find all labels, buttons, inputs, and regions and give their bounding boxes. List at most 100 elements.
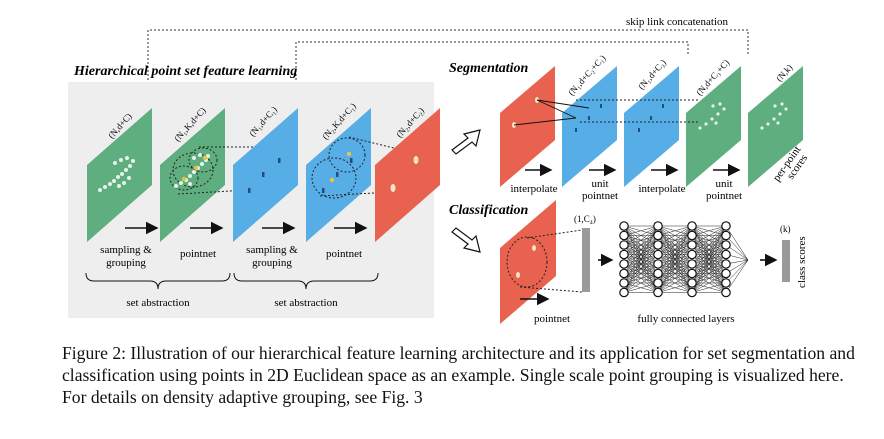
seg-plane-blue-1 — [562, 66, 617, 187]
interp-lines — [513, 99, 590, 126]
fc-node — [721, 230, 731, 241]
fc-edge — [623, 225, 659, 255]
fc-edge — [623, 244, 659, 293]
fc-node — [687, 259, 697, 269]
fc-node — [619, 221, 629, 231]
seg-plane-green-2 — [748, 66, 803, 187]
fc-node — [653, 230, 663, 241]
fc-edge — [691, 225, 727, 293]
fc-node — [619, 230, 629, 241]
fc-edge — [691, 225, 727, 236]
label-grouping-1: grouping — [106, 257, 146, 269]
fc-node — [721, 287, 731, 298]
fc-node — [653, 221, 663, 231]
dim-c1: (1,C₄) — [574, 214, 596, 224]
fc-node — [653, 240, 663, 250]
fc-node — [619, 268, 629, 279]
fc-node — [721, 240, 731, 250]
fc-edge — [691, 225, 727, 255]
fc-node — [687, 249, 697, 260]
fc-node — [619, 240, 629, 250]
skip-link-label: skip link concatenation — [626, 16, 729, 28]
label-pointnet-2: pointnet — [326, 248, 362, 260]
fc-node — [619, 249, 629, 260]
label-fc-layers: fully connected layers — [637, 313, 734, 325]
fc-edge — [623, 263, 659, 293]
fc-edge — [657, 273, 693, 293]
branch-arrow-segmentation — [451, 129, 481, 155]
dim-c2: (k) — [780, 224, 791, 234]
fc-node — [619, 259, 629, 269]
fc-node — [687, 278, 697, 288]
fc-edge — [657, 225, 693, 236]
fc-edge — [657, 282, 693, 293]
plane-grouped-l1 — [160, 108, 225, 242]
fc-edge — [657, 225, 693, 265]
label-set-abstraction-2: set abstraction — [274, 297, 338, 309]
plane-features-l2 — [375, 108, 440, 242]
label-sampling-2: sampling & — [246, 244, 298, 256]
fc-edge — [691, 225, 727, 284]
fc-edge — [657, 225, 693, 274]
fc-edge — [623, 225, 659, 265]
fc-edge — [691, 225, 727, 274]
label-pointnet-1: pointnet — [180, 248, 216, 260]
architecture-diagram: skip link concatenation Hierarchical poi… — [68, 16, 810, 325]
fc-edge — [657, 263, 693, 293]
fc-node — [687, 287, 697, 298]
fc-edge — [691, 263, 727, 293]
brace-set-abstraction — [85, 272, 379, 290]
fc-node — [619, 278, 629, 288]
label-interpolate-1: interpolate — [510, 183, 557, 195]
fc-node — [619, 287, 629, 298]
label-unit-2: unit — [715, 178, 732, 190]
fc-edge — [623, 225, 659, 236]
segmentation-title: Segmentation — [449, 61, 529, 76]
label-cls-pointnet: pointnet — [534, 313, 570, 325]
figure-caption: Figure 2: Illustration of our hierarchic… — [62, 343, 855, 407]
plane-features-l1 — [233, 108, 298, 242]
label-unit-1: unit — [591, 178, 608, 190]
fc-node — [653, 268, 663, 279]
fc-edge — [725, 225, 749, 261]
seg-plane-green-1 — [686, 66, 741, 187]
fc-edge — [691, 235, 727, 293]
label-sampling-1: sampling & — [100, 244, 152, 256]
label-class-scores: class scores — [796, 236, 808, 288]
fc-edge — [725, 235, 749, 261]
fc-edge — [691, 254, 727, 293]
fc-node — [653, 249, 663, 260]
fc-node — [721, 221, 731, 231]
feature-learning-title: Hierarchical point set feature learning — [73, 64, 297, 79]
fc-edge — [623, 282, 659, 293]
seg-plane-red — [500, 66, 555, 187]
fc-edge — [623, 235, 659, 293]
label-grouping-2: grouping — [252, 257, 292, 269]
cls-plane-red — [500, 200, 583, 324]
interp-dotted — [576, 99, 700, 123]
fc-edge — [623, 273, 659, 293]
fc-node — [721, 259, 731, 269]
fc-edge — [623, 225, 659, 293]
fc-node — [687, 268, 697, 279]
plane-input-points — [87, 108, 152, 242]
class-scores-bar — [782, 240, 790, 282]
fc-edge — [623, 254, 659, 293]
fc-edge — [657, 225, 693, 255]
fc-edge — [623, 225, 659, 246]
fc-edge — [657, 225, 693, 284]
plane-grouped-l2 — [306, 108, 371, 242]
fc-edge — [657, 254, 693, 293]
fc-edge — [657, 225, 693, 293]
fc-edge — [623, 225, 659, 284]
classification-title: Classification — [449, 203, 529, 218]
fc-edge — [691, 282, 727, 293]
label-set-abstraction-1: set abstraction — [126, 297, 190, 309]
fc-edge — [657, 225, 693, 246]
fc-node — [721, 268, 731, 279]
fc-edge — [691, 225, 727, 265]
branch-arrow-classification — [451, 227, 481, 253]
fc-node — [721, 249, 731, 260]
label-unit-pointnet-1: pointnet — [582, 190, 618, 202]
label-unit-pointnet-2: pointnet — [706, 190, 742, 202]
